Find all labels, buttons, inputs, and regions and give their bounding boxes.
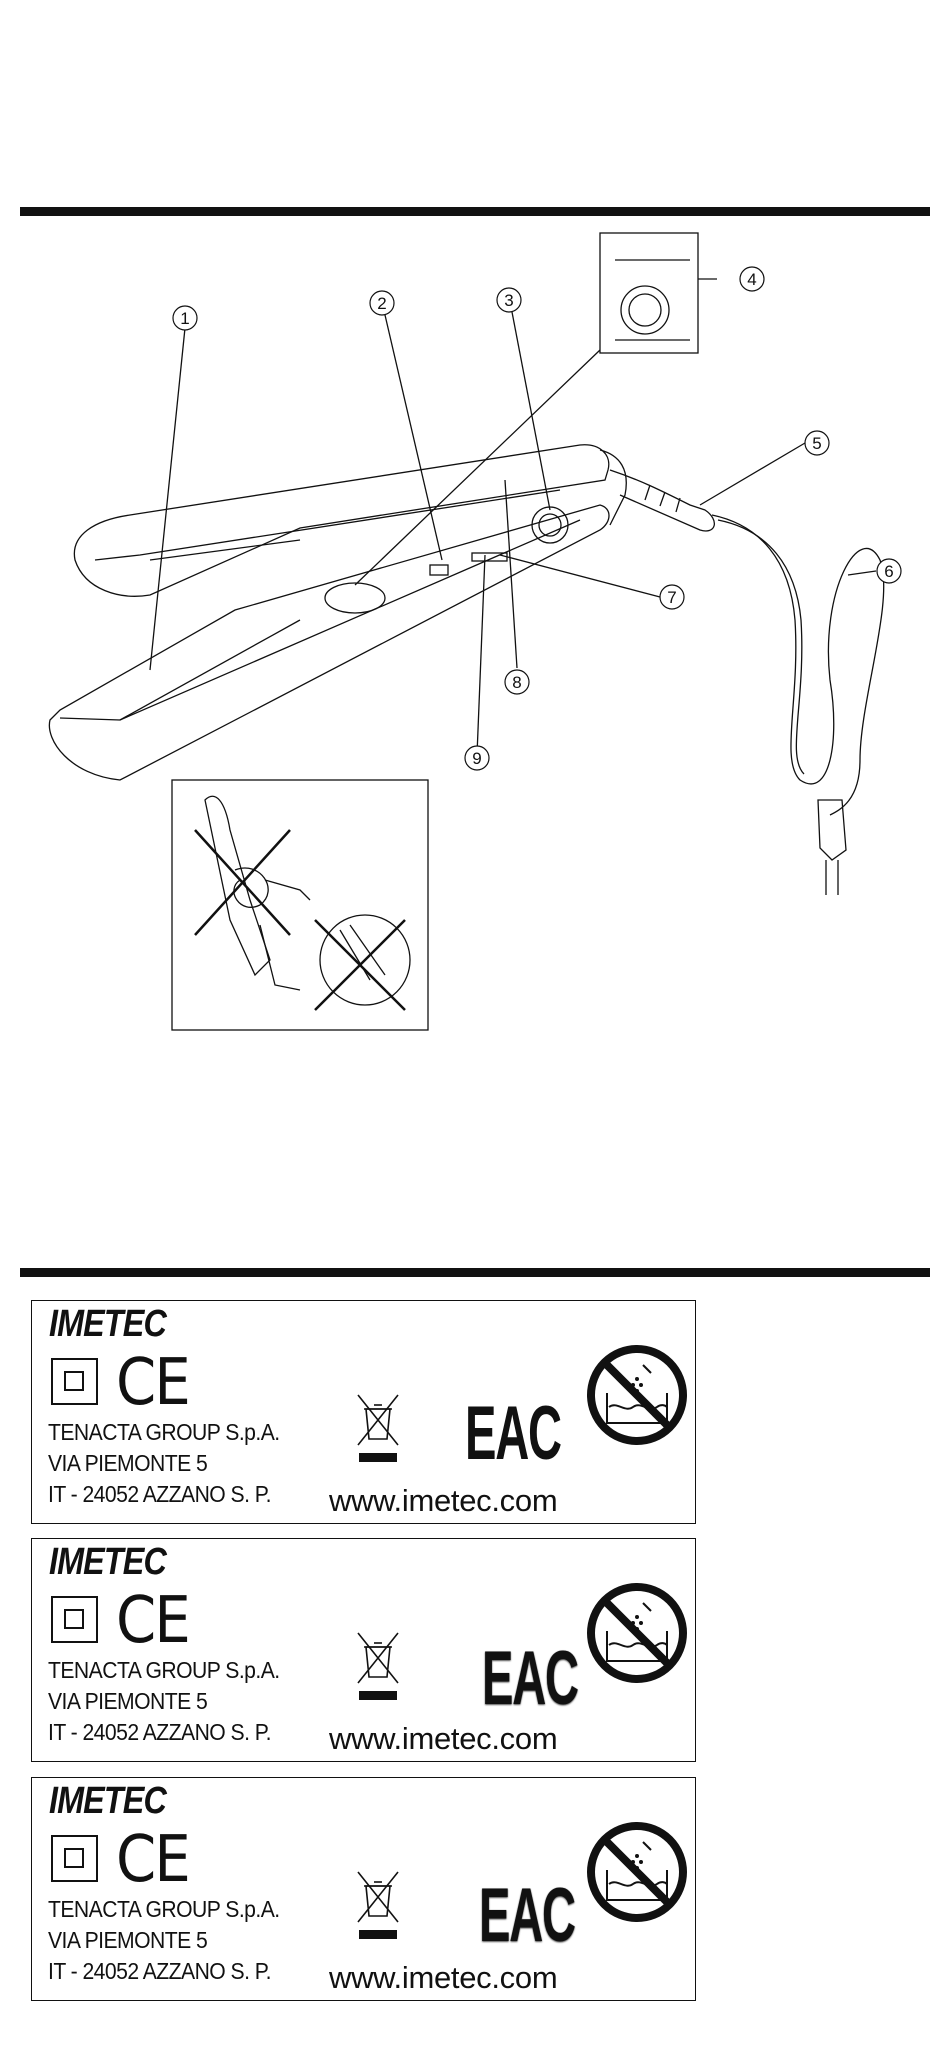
lower-arm <box>49 505 609 780</box>
company-address: TENACTA GROUP S.p.A. VIA PIEMONTE 5 IT -… <box>48 1894 280 1987</box>
brand-logo: IMETEC <box>49 1541 166 1584</box>
callout-8: 8 <box>512 673 521 692</box>
brand-logo: IMETEC <box>49 1780 166 1823</box>
company-city: IT - 24052 AZZANO S. P. <box>48 1479 280 1510</box>
no-bath-icon <box>585 1581 689 1685</box>
dial <box>532 507 568 543</box>
callout-3: 3 <box>504 291 513 310</box>
callout-1: 1 <box>180 309 189 328</box>
company-city: IT - 24052 AZZANO S. P. <box>48 1956 280 1987</box>
rating-label-3: IMETEC CE TENACTA GROUP S.p.A. VIA PIEMO… <box>31 1777 696 2001</box>
company-city: IT - 24052 AZZANO S. P. <box>48 1717 280 1748</box>
company-address: TENACTA GROUP S.p.A. VIA PIEMONTE 5 IT -… <box>48 1417 280 1510</box>
ce-mark: CE <box>116 1828 189 1892</box>
company-street: VIA PIEMONTE 5 <box>48 1686 280 1717</box>
rating-label-1: IMETEC CE TENACTA GROUP S.p.A. VIA PIEMO… <box>31 1300 696 1524</box>
company-street: VIA PIEMONTE 5 <box>48 1925 280 1956</box>
callout-6: 6 <box>884 562 893 581</box>
callout-4: 4 <box>747 270 756 289</box>
company-address: TENACTA GROUP S.p.A. VIA PIEMONTE 5 IT -… <box>48 1655 280 1748</box>
power-cord <box>712 515 884 815</box>
website: www.imetec.com <box>329 1960 557 1996</box>
class-ii-icon <box>51 1835 98 1882</box>
website: www.imetec.com <box>329 1721 557 1757</box>
website: www.imetec.com <box>329 1483 557 1519</box>
callout-9: 9 <box>472 749 481 768</box>
upper-arm <box>74 445 608 596</box>
callout-2: 2 <box>377 294 386 313</box>
cross-mark-2 <box>315 920 405 1010</box>
class-ii-icon <box>51 1358 98 1405</box>
no-bath-icon <box>585 1820 689 1924</box>
company-name: TENACTA GROUP S.p.A. <box>48 1417 280 1448</box>
ce-mark: CE <box>116 1351 189 1415</box>
eac-mark: EAC <box>479 1878 575 1954</box>
warning-inset <box>172 780 428 1030</box>
display <box>325 583 385 613</box>
dial-inset <box>600 233 698 353</box>
class-ii-icon <box>51 1596 98 1643</box>
ce-mark: CE <box>116 1589 189 1653</box>
eac-mark: EAC <box>465 1396 561 1472</box>
company-name: TENACTA GROUP S.p.A. <box>48 1894 280 1925</box>
middle-divider <box>20 1268 930 1277</box>
on-off-switch <box>430 565 448 575</box>
plug <box>818 800 846 860</box>
brand-logo: IMETEC <box>49 1303 166 1346</box>
rating-label-2: IMETEC CE TENACTA GROUP S.p.A. VIA PIEMO… <box>31 1538 696 1762</box>
company-name: TENACTA GROUP S.p.A. <box>48 1655 280 1686</box>
company-street: VIA PIEMONTE 5 <box>48 1448 280 1479</box>
hair-straightener-diagram: 1 2 3 4 5 6 7 8 9 <box>0 0 950 1040</box>
no-bath-icon <box>585 1343 689 1447</box>
weee-bin-icon <box>354 1868 402 1948</box>
eac-mark: EAC <box>482 1641 578 1717</box>
callout-5: 5 <box>812 434 821 453</box>
weee-bin-icon <box>354 1391 402 1471</box>
callout-7: 7 <box>667 588 676 607</box>
weee-bin-icon <box>354 1629 402 1709</box>
